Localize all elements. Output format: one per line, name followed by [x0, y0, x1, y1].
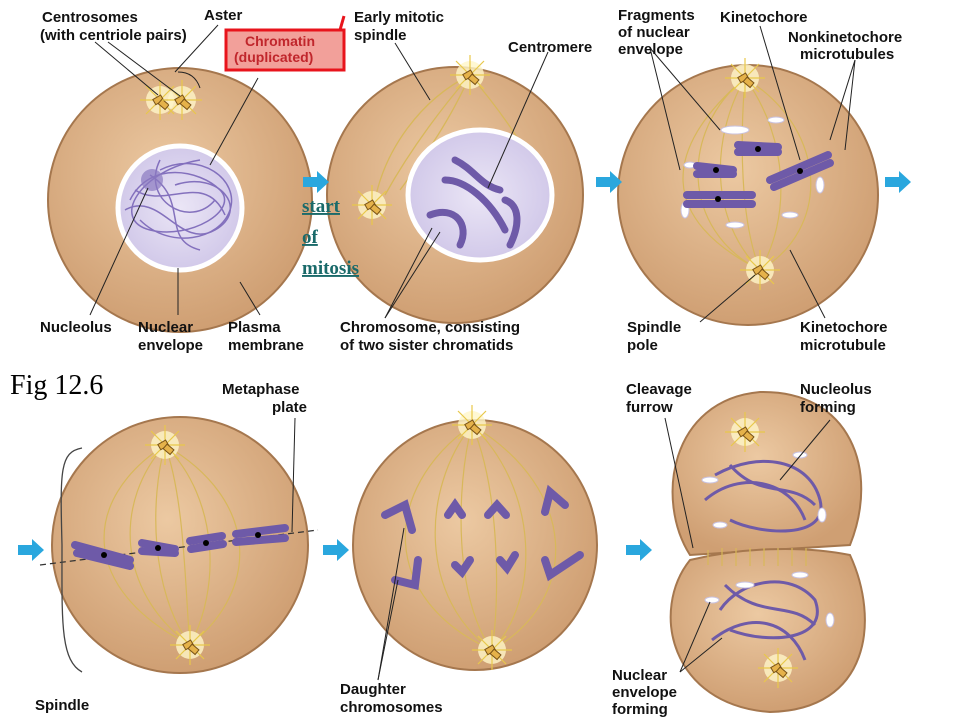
spindle-bracket — [60, 447, 83, 673]
label-early-spindle-2: spindle — [354, 27, 407, 44]
link-word-start[interactable]: start — [302, 196, 341, 217]
label-plasma-membrane: Plasma — [228, 319, 281, 336]
label-nucleolus-forming-2: forming — [800, 399, 856, 416]
right-arrow-icon — [626, 539, 652, 561]
label-nonkinetochore-2: microtubules — [800, 46, 894, 63]
label-kinetochore-mt-2: microtubule — [800, 337, 886, 354]
start-of-mitosis-link[interactable]: start of mitosis — [302, 196, 359, 279]
label-chromatin: Chromatin — [245, 33, 315, 49]
label-chromosome-2: of two sister chromatids — [340, 337, 513, 354]
label-daughter: Daughter — [340, 681, 406, 698]
link-word-mitosis[interactable]: mitosis — [302, 258, 359, 279]
label-spindle: Spindle — [35, 697, 89, 714]
cell-g2 — [47, 67, 313, 333]
label-nonkinetochore: Nonkinetochore — [788, 29, 902, 46]
label-fragments: Fragments — [618, 7, 695, 24]
leader-lines — [89, 24, 856, 681]
label-chromosome: Chromosome, consisting — [340, 319, 520, 336]
label-ne-forming-3: forming — [612, 701, 668, 718]
label-daughter-2: chromosomes — [340, 699, 443, 716]
label-spindle-pole: Spindle — [627, 319, 681, 336]
label-fragments-2: of nuclear — [618, 24, 690, 41]
right-arrow-icon — [885, 171, 911, 193]
label-duplicated: (duplicated) — [234, 49, 313, 65]
label-fragments-3: envelope — [618, 41, 683, 58]
label-nucleolus: Nucleolus — [40, 319, 112, 336]
label-cleavage-2: furrow — [626, 399, 673, 416]
cell-prometaphase — [617, 57, 879, 326]
cell-prophase — [326, 54, 584, 324]
cell-anaphase — [352, 404, 598, 671]
right-arrow-icon — [323, 539, 349, 561]
label-kinetochore-mt: Kinetochore — [800, 319, 888, 336]
link-word-of[interactable]: of — [302, 227, 319, 248]
label-metaphase: Metaphase — [222, 381, 300, 398]
label-ne-forming-2: envelope — [612, 684, 677, 701]
label-centrosomes: Centrosomes — [42, 9, 138, 26]
label-nuclear-envelope-2: envelope — [138, 337, 203, 354]
label-spindle-pole-2: pole — [627, 337, 658, 354]
label-kinetochore: Kinetochore — [720, 9, 808, 26]
right-arrow-icon — [18, 539, 44, 561]
label-cleavage: Cleavage — [626, 381, 692, 398]
chromatin-highlight-box: Chromatin (duplicated) — [224, 15, 346, 72]
label-nuclear-envelope: Nuclear — [138, 319, 193, 336]
label-aster: Aster — [204, 7, 243, 24]
figure-label: Fig 12.6 — [10, 370, 103, 401]
label-plasma-membrane-2: membrane — [228, 337, 304, 354]
label-metaphase-2: plate — [272, 399, 307, 416]
label-ne-forming: Nuclear — [612, 667, 667, 684]
cell-telophase — [669, 390, 866, 714]
label-nucleolus-forming: Nucleolus — [800, 381, 872, 398]
cell-metaphase — [39, 416, 319, 674]
label-centromere: Centromere — [508, 39, 592, 56]
label-centrosomes-sub: (with centriole pairs) — [40, 27, 187, 44]
label-early-spindle: Early mitotic — [354, 9, 444, 26]
